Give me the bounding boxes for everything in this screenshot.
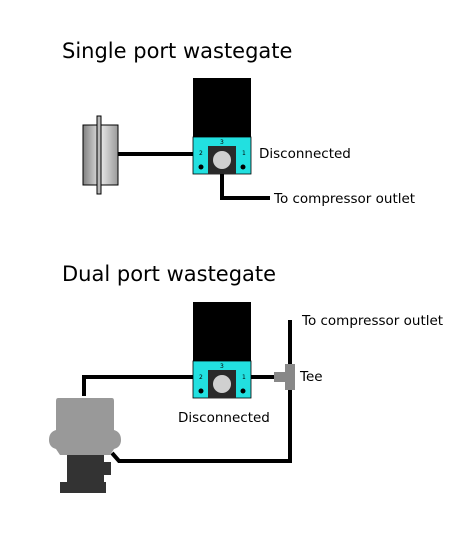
dual-compressor-outlet-label: To compressor outlet <box>301 313 443 329</box>
dual-hose-port2-to-actuator-top <box>82 375 196 396</box>
single-port-solenoid: 2 3 1 <box>192 78 252 175</box>
port-label-left: 2 <box>199 374 203 381</box>
solenoid-body <box>193 78 251 139</box>
single-disconnected-label: Disconnected <box>259 146 351 162</box>
dual-disconnected-label: Disconnected <box>178 410 270 426</box>
dual-port-wastegate <box>49 398 121 493</box>
tee-label: Tee <box>299 369 323 385</box>
single-compressor-outlet-label: To compressor outlet <box>273 191 415 207</box>
port-label-right: 1 <box>242 374 246 381</box>
solenoid-body <box>193 302 251 363</box>
single-port-actuator <box>82 115 119 195</box>
tee-fitting <box>274 364 295 390</box>
dual-port-section: Dual port wastegate 2 3 1 <box>49 262 443 493</box>
port-label-left: 2 <box>199 150 203 157</box>
port-label-right: 1 <box>242 150 246 157</box>
solenoid-knob <box>213 151 231 169</box>
single-port-section: Single port wastegate 2 3 1 Disconnected… <box>62 39 415 207</box>
dual-hose-tee-to-actuator-bottom <box>110 451 292 463</box>
port-label-top: 3 <box>220 139 224 146</box>
single-hose-to-compressor <box>220 164 270 200</box>
dual-port-title: Dual port wastegate <box>62 262 276 286</box>
dual-port-solenoid: 2 3 1 <box>192 302 252 399</box>
port-label-top: 3 <box>220 363 224 370</box>
solenoid-knob <box>213 375 231 393</box>
single-port-title: Single port wastegate <box>62 39 292 63</box>
